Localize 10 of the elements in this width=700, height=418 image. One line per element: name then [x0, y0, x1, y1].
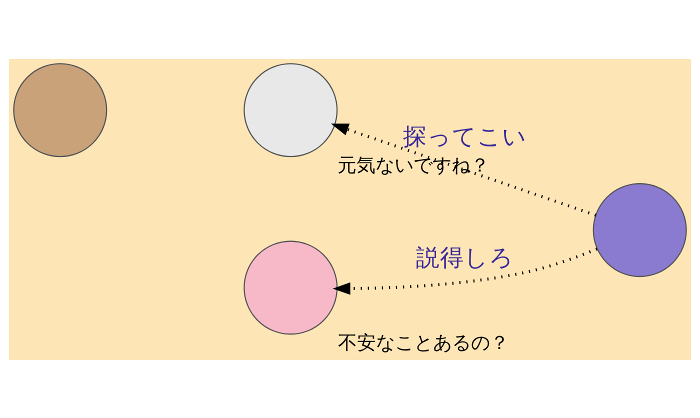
- node-label: 不安なことあるの？: [338, 332, 509, 354]
- node-circle: [244, 240, 338, 334]
- edge-label: 探ってこい: [403, 122, 528, 150]
- edge-label: 説得しろ: [416, 242, 514, 271]
- arrow: [330, 123, 596, 216]
- node-circle: [13, 62, 108, 157]
- node-label: 元気ないですね？: [337, 155, 490, 176]
- node-circle: [244, 62, 338, 157]
- arrow: [332, 247, 598, 294]
- node-circle: [592, 182, 687, 277]
